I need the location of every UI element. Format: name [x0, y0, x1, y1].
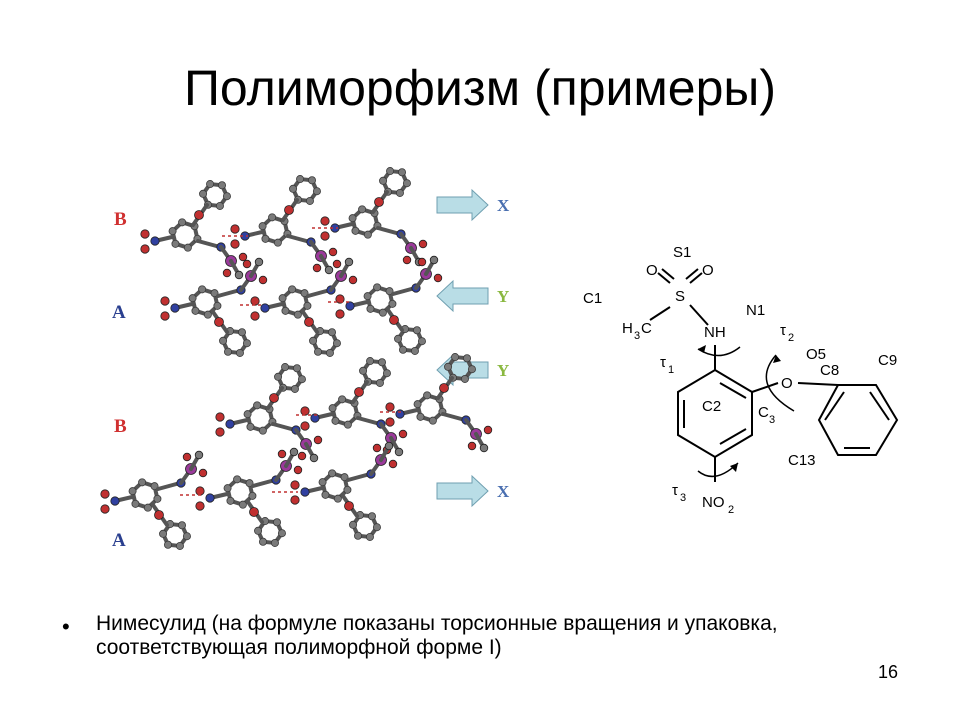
torsion-tau2: τ 2	[780, 322, 794, 344]
atom-o-right: O	[702, 262, 714, 279]
atom-n1: N1	[746, 302, 765, 319]
svg-text:3: 3	[634, 330, 640, 342]
atom-c13: C13	[788, 452, 816, 469]
svg-text:2: 2	[728, 504, 734, 516]
svg-text:C: C	[641, 320, 652, 337]
bullet-text: Нимесулид (на формуле показаны торсионны…	[96, 612, 778, 659]
molecule-layers	[100, 167, 493, 550]
atom-c3: C 3	[758, 404, 775, 426]
page-number: 16	[878, 662, 899, 682]
layer-label-b2: B	[114, 416, 127, 437]
structure-bonds	[649, 268, 899, 482]
layer-label-a2: A	[112, 530, 126, 551]
svg-text:2: 2	[788, 332, 794, 344]
torsion-tau1: τ 1	[660, 354, 674, 376]
atom-s1: S1	[673, 244, 691, 261]
atom-nh: NH	[704, 324, 726, 341]
layer-label-b1: B	[114, 209, 127, 230]
layer-label-a1: A	[112, 302, 126, 323]
arrow-label-y2: Y	[497, 361, 509, 380]
atom-o: O	[781, 375, 793, 392]
atom-c1: C1	[583, 290, 602, 307]
svg-text:τ: τ	[660, 354, 666, 371]
arrow-label-x1: X	[497, 196, 510, 215]
atom-c9: C9	[878, 352, 897, 369]
nitro-group: NO 2	[702, 494, 734, 516]
arrow-y-left-1: Y	[436, 279, 509, 313]
atom-c8: C8	[820, 362, 839, 379]
atom-o5: O5	[806, 346, 826, 363]
nimesulide-structure: S1 O S O C1 N1 NH H 3 C τ 1 τ 2 τ 3 C2 C…	[583, 244, 899, 516]
arrow-label-x2: X	[497, 482, 510, 501]
svg-text:NO: NO	[702, 494, 725, 511]
crystal-packing-image: B A B A X Y Y X	[100, 167, 510, 551]
svg-text:1: 1	[668, 364, 674, 376]
svg-text:H: H	[622, 320, 633, 337]
arrow-x-right-1: X	[436, 188, 510, 222]
atom-ch3: H 3 C	[622, 320, 652, 342]
arrow-x-right-2: X	[436, 474, 510, 508]
torsion-tau3: τ 3	[672, 482, 686, 504]
svg-text:τ: τ	[780, 322, 786, 339]
atom-c2: C2	[702, 398, 721, 415]
svg-text:3: 3	[769, 414, 775, 426]
arrow-label-y1: Y	[497, 287, 509, 306]
svg-text:τ: τ	[672, 482, 678, 499]
atom-o-left: O	[646, 262, 658, 279]
bullet-marker: •	[62, 614, 70, 639]
svg-text:C: C	[758, 404, 769, 421]
slide-title: Полиморфизм (примеры)	[183, 60, 777, 116]
atom-s: S	[675, 288, 685, 305]
torsion-arrows	[697, 345, 795, 478]
svg-text:3: 3	[680, 492, 686, 504]
